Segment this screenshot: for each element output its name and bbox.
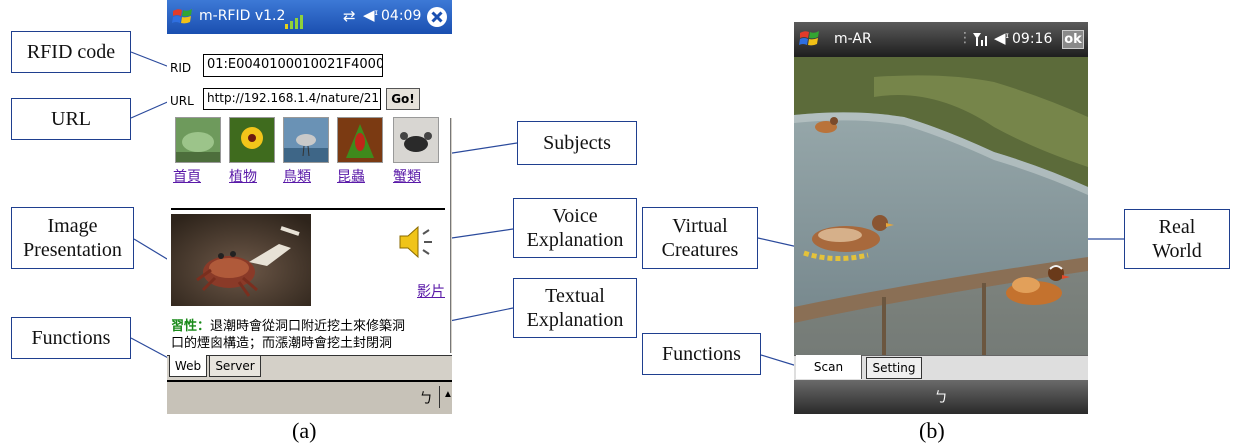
virtual-duck-large bbox=[803, 215, 894, 262]
clock: 04:09 bbox=[381, 8, 422, 24]
virtual-duck-small bbox=[815, 117, 838, 133]
windows-start-icon[interactable] bbox=[171, 5, 195, 29]
tab-server[interactable]: Server bbox=[209, 355, 261, 377]
caption-b: (b) bbox=[919, 418, 945, 443]
sync-icon: ⇄ bbox=[343, 7, 356, 25]
callout-url: URL bbox=[11, 98, 131, 140]
subject-link-plants[interactable]: 植物 bbox=[229, 169, 257, 185]
clock: 09:16 bbox=[1012, 31, 1053, 47]
callout-voice-line1: Voice bbox=[552, 205, 598, 227]
phone-screen-ar: m-AR ⋮ ◀ᶦ 09:16 ok bbox=[794, 22, 1088, 414]
signal-icon bbox=[285, 15, 303, 29]
camera-view bbox=[794, 57, 1088, 377]
scrollbar[interactable]: ▲ ≡ ▼ bbox=[450, 118, 452, 353]
callout-image-line2: Presentation bbox=[23, 239, 122, 261]
callout-textual-explanation: Textual Explanation bbox=[513, 278, 637, 338]
titlebar-ar: m-AR ⋮ ◀ᶦ 09:16 ok bbox=[794, 22, 1088, 57]
plant-thumbnail[interactable] bbox=[229, 117, 275, 163]
divider bbox=[171, 208, 445, 210]
url-field[interactable]: http://192.168.1.4/nature/21F4 bbox=[203, 88, 381, 110]
menu-bar: ㄅ ▲ bbox=[167, 380, 452, 414]
habit-text-line1: 退潮時會從洞口附近挖土來修築洞 bbox=[210, 319, 406, 334]
windows-start-icon[interactable] bbox=[798, 27, 822, 51]
tab-scan[interactable]: Scan bbox=[796, 355, 862, 379]
subject-link-birds[interactable]: 鳥類 bbox=[283, 169, 311, 185]
voice-speaker-icon[interactable] bbox=[396, 222, 440, 262]
callout-virtual-line2: Creatures bbox=[661, 239, 739, 261]
habit-label: 習性： bbox=[171, 319, 211, 334]
bird-thumbnail[interactable] bbox=[283, 117, 329, 163]
callout-textual-line2: Explanation bbox=[526, 309, 624, 331]
callout-image-line1: Image bbox=[47, 215, 98, 237]
callout-virtual-creatures: Virtual Creatures bbox=[642, 207, 758, 269]
speaker-icon: ◀ᶦ bbox=[363, 6, 379, 24]
input-method-icon[interactable]: ㄅ bbox=[419, 391, 433, 407]
subject-link-crabs[interactable]: 蟹類 bbox=[393, 169, 421, 185]
crab-photo bbox=[171, 214, 311, 306]
callout-rfid-code: RFID code bbox=[11, 31, 131, 73]
callout-functions-b: Functions bbox=[642, 333, 761, 375]
phone-screen-rfid: m-RFID v1.2 ⇄ ◀ᶦ 04:09 RID 01:E004010001… bbox=[167, 0, 452, 414]
menu-bar: ㄅ bbox=[794, 380, 1088, 414]
callout-real-line1: Real bbox=[1158, 216, 1196, 238]
ok-button[interactable]: ok bbox=[1062, 30, 1084, 49]
close-icon[interactable] bbox=[426, 6, 448, 28]
subject-link-home[interactable]: 首頁 bbox=[173, 169, 201, 185]
menu-divider bbox=[439, 386, 440, 408]
subject-link-insects[interactable]: 昆蟲 bbox=[337, 169, 365, 185]
app-title: m-RFID v1.2 bbox=[199, 8, 286, 24]
more-icon: ⋮ bbox=[958, 30, 972, 46]
go-button[interactable]: Go! bbox=[386, 88, 420, 110]
crab-thumbnail[interactable] bbox=[393, 117, 439, 163]
caption-a: (a) bbox=[292, 418, 317, 443]
virtual-duck-mandarin bbox=[1006, 265, 1070, 305]
callout-functions-a: Functions bbox=[11, 317, 131, 359]
callout-image-presentation: Image Presentation bbox=[11, 207, 134, 269]
callout-real-world: Real World bbox=[1124, 209, 1230, 269]
leader-image bbox=[133, 238, 173, 263]
input-method-icon[interactable]: ㄅ bbox=[934, 390, 948, 406]
titlebar: m-RFID v1.2 ⇄ ◀ᶦ 04:09 bbox=[167, 0, 452, 34]
app-title: m-AR bbox=[834, 31, 872, 47]
rid-field[interactable]: 01:E0040100010021F40000 bbox=[203, 54, 383, 77]
habit-text: 習性：退潮時會從洞口附近挖土來修築洞 口的煙囪構造；而漲潮時會挖土封閉洞 bbox=[171, 318, 451, 352]
rid-label: RID bbox=[170, 61, 192, 75]
tab-setting[interactable]: Setting bbox=[866, 357, 922, 379]
insect-thumbnail[interactable] bbox=[337, 117, 383, 163]
leader-functions-a bbox=[130, 337, 173, 361]
callout-textual-line1: Textual bbox=[545, 285, 605, 307]
video-link[interactable]: 影片 bbox=[417, 284, 445, 300]
leader-url bbox=[130, 99, 173, 119]
callout-real-line2: World bbox=[1152, 240, 1202, 262]
callout-subjects: Subjects bbox=[517, 121, 637, 165]
signal-icon bbox=[973, 33, 987, 46]
callout-voice-explanation: Voice Explanation bbox=[513, 198, 637, 258]
callout-virtual-line1: Virtual bbox=[672, 215, 728, 237]
leader-rfid bbox=[130, 51, 173, 69]
callout-voice-line2: Explanation bbox=[526, 229, 624, 251]
url-label: URL bbox=[170, 94, 194, 108]
habit-text-line2: 口的煙囪構造；而漲潮時會挖土封閉洞 bbox=[171, 336, 393, 351]
speaker-icon: ◀ᶦ bbox=[994, 29, 1010, 47]
home-thumbnail[interactable] bbox=[175, 117, 221, 163]
keyboard-toggle-icon[interactable]: ▲ bbox=[443, 389, 452, 400]
tab-web[interactable]: Web bbox=[169, 355, 207, 377]
